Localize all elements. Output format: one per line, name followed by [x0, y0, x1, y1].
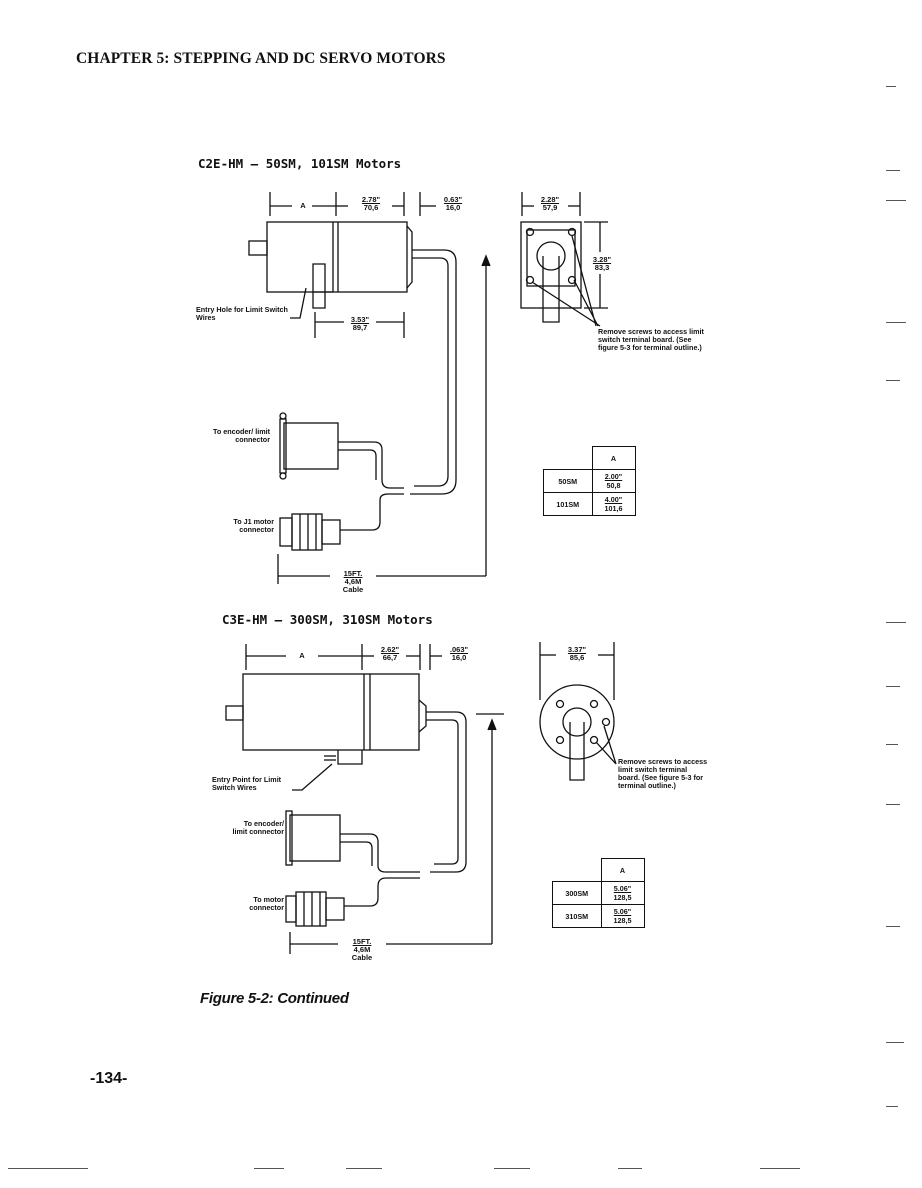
- s1-cable-word: Cable: [342, 585, 364, 594]
- s2-dim-shaft: .063" 16,0: [442, 646, 476, 662]
- section1-title: C2E-HM – 50SM, 101SM Motors: [198, 156, 402, 171]
- scan-mark: [886, 744, 898, 745]
- scan-mark: [886, 1042, 904, 1043]
- s1-dim-length: 2.78" 70,6: [350, 196, 392, 212]
- s1-dim-height-in: 3.28": [592, 255, 612, 264]
- scan-mark: [886, 200, 906, 201]
- s2-dim-a: A: [299, 651, 305, 660]
- s2-cable-word: Cable: [351, 953, 373, 962]
- s2-entry-label: Entry Point for Limit Switch Wires: [212, 775, 282, 792]
- scan-mark: [886, 622, 906, 623]
- c3e-end-view: [539, 642, 617, 781]
- s1-remove-label: Remove screws to access limit switch ter…: [598, 327, 704, 352]
- scan-mark: [494, 1168, 530, 1169]
- table-row: 300SM 5.06"128,5: [552, 881, 645, 905]
- s1-table-header: A: [591, 446, 636, 470]
- s2-row1-value: 5.06"128,5: [600, 881, 645, 905]
- s1-dim-depth-in: 3.53": [350, 315, 370, 324]
- s1-encoder-label: To encoder/ limit connector: [213, 427, 270, 444]
- page-number: -134-: [90, 1070, 128, 1087]
- s2-cable-label: 15FT. 4,6M Cable: [340, 938, 384, 962]
- s1-dim-depth-mm: 89,7: [352, 323, 368, 332]
- c2e-side-view: [248, 192, 491, 584]
- table-row: 310SM 5.06"128,5: [552, 904, 645, 928]
- s1-cable-label: 15FT. 4,6M Cable: [332, 570, 374, 594]
- s1-dim-a: A: [300, 201, 306, 210]
- s1-dim-height-mm: 83,3: [594, 263, 610, 272]
- s1-dim-shaft-in: 0.63": [443, 195, 463, 204]
- scan-mark: [346, 1168, 382, 1169]
- scan-mark: [886, 926, 900, 927]
- chapter-heading: CHAPTER 5: STEPPING AND DC SERVO MOTORS: [76, 50, 446, 67]
- s1-entry-label: Entry Hole for Limit Switch Wires: [196, 305, 288, 322]
- scan-mark: [254, 1168, 284, 1169]
- s1-dim-width: 2.28" 57,9: [530, 196, 570, 212]
- s2-row2-value: 5.06"128,5: [600, 904, 645, 928]
- s1-cable-length: 15FT.: [343, 569, 363, 578]
- s1-row2-model: 101SM: [543, 492, 593, 516]
- s2-dim-shaft-in: .063": [449, 645, 469, 654]
- scan-mark: [886, 322, 906, 323]
- s2-remove-label: Remove screws to access limit switch ter…: [618, 757, 708, 790]
- s1-row2-value: 4.00"101,6: [591, 492, 636, 516]
- s1-row1-model: 50SM: [543, 469, 593, 493]
- s2-dim-width-mm: 85,6: [569, 653, 585, 662]
- s2-table-header: A: [600, 858, 645, 882]
- scan-mark: [760, 1168, 800, 1169]
- s2-encoder-label: To encoder/ limit connector: [232, 819, 284, 836]
- s1-cable-mm: 4,6M: [344, 577, 362, 586]
- c3e-side-view: [225, 644, 504, 954]
- scan-mark: [886, 380, 900, 381]
- table-row: 50SM 2.00"50,8: [543, 469, 636, 493]
- s1-dim-length-mm: 70,6: [363, 203, 379, 212]
- scan-mark: [886, 86, 896, 87]
- table-row: 101SM 4.00"101,6: [543, 492, 636, 516]
- s2-dim-width: 3.37" 85,6: [556, 646, 598, 662]
- s2-dimension-table: A 300SM 5.06"128,5 310SM 5.06"128,5: [552, 858, 645, 928]
- scan-mark: [886, 170, 900, 171]
- s2-cable-mm: 4,6M: [353, 945, 371, 954]
- s1-row1-value: 2.00"50,8: [591, 469, 636, 493]
- s2-dim-shaft-mm: 16,0: [451, 653, 467, 662]
- s2-motor-label: To motor connector: [249, 895, 284, 912]
- s2-dim-length-in: 2.62": [380, 645, 400, 654]
- s1-dim-width-mm: 57,9: [542, 203, 558, 212]
- s1-dim-length-in: 2.78": [361, 195, 381, 204]
- s1-dim-height: 3.28" 83,3: [588, 256, 616, 272]
- s2-cable-length: 15FT.: [352, 937, 372, 946]
- s1-motor-label: To J1 motor connector: [233, 517, 274, 534]
- s1-dim-depth: 3.53" 89,7: [344, 316, 376, 332]
- scan-mark: [886, 686, 900, 687]
- scan-mark: [886, 1106, 898, 1107]
- scan-mark: [886, 804, 900, 805]
- scan-mark: [618, 1168, 642, 1169]
- s1-dimension-table: A 50SM 2.00"50,8 101SM 4.00"101,6: [543, 446, 636, 516]
- s2-row1-model: 300SM: [552, 881, 602, 905]
- figure-caption: Figure 5-2: Continued: [200, 990, 349, 1007]
- section2-title: C3E-HM – 300SM, 310SM Motors: [222, 612, 433, 627]
- s2-dim-length: 2.62" 66,7: [374, 646, 406, 662]
- s1-dim-shaft: 0.63" 16,0: [436, 196, 470, 212]
- s2-dim-width-in: 3.37": [567, 645, 587, 654]
- c2e-end-view: [520, 192, 608, 327]
- s1-dim-shaft-mm: 16,0: [445, 203, 461, 212]
- s2-row2-model: 310SM: [552, 904, 602, 928]
- s2-dim-length-mm: 66,7: [382, 653, 398, 662]
- scan-mark: [8, 1168, 88, 1169]
- s1-dim-width-in: 2.28": [540, 195, 560, 204]
